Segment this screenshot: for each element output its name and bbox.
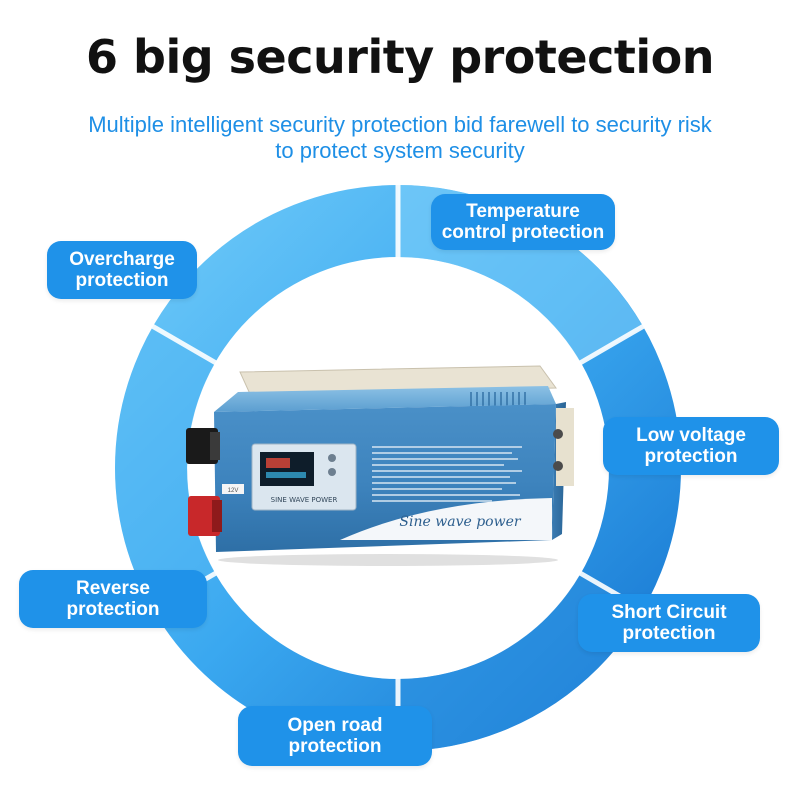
panel-button-2: [328, 468, 336, 476]
sine-wave-label: Sine wave power: [399, 514, 521, 530]
open-road-protection-label: Open road protection: [238, 706, 432, 766]
low-voltage-protection-label: Low voltage protection: [603, 417, 779, 475]
inverter-product-image: SINE WAVE POWER Sine wave power 12V: [186, 365, 574, 566]
subtitle-line-1: Multiple intelligent security protection…: [88, 112, 712, 137]
reverse-protection-label: Reverse protection: [19, 570, 207, 628]
side-bolt-1: [553, 429, 563, 439]
page-subtitle: Multiple intelligent security protection…: [30, 112, 770, 164]
panel-label: SINE WAVE POWER: [271, 496, 338, 504]
instruction-text-block: [372, 446, 522, 502]
temperature-protection-label: Temperature control protection: [431, 194, 615, 250]
lcd-screen: [260, 452, 314, 486]
voltage-sticker: [222, 484, 244, 494]
side-bolt-2: [553, 461, 563, 471]
svg-text:12V: 12V: [228, 488, 239, 494]
page-title: 6 big security protection: [86, 30, 714, 84]
vent-grille: [470, 392, 526, 408]
short-circuit-protection-label: Short Circuit protection: [578, 594, 760, 652]
overcharge-protection-label: Overcharge protection: [47, 241, 197, 299]
subtitle-line-2: to protect system security: [275, 138, 525, 163]
panel-button-1: [328, 454, 336, 462]
